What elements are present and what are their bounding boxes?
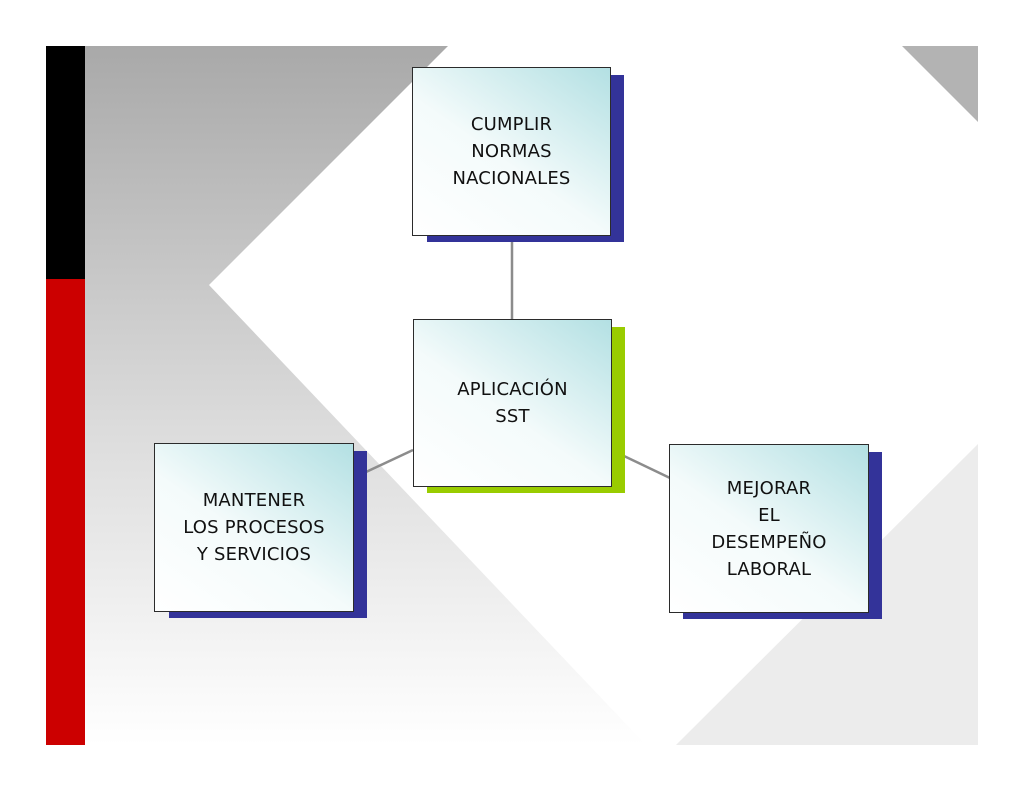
- slide: CUMPLIR NORMAS NACIONALES APLICACIÓN SST…: [46, 46, 978, 745]
- node-left: MANTENER LOS PROCESOS Y SERVICIOS: [154, 443, 367, 618]
- connector-right: [623, 454, 671, 480]
- red-accent-bar: [46, 279, 85, 745]
- background-corner-triangle: [902, 46, 978, 122]
- node-top-label: CUMPLIR NORMAS NACIONALES: [452, 114, 571, 189]
- node-top-box: CUMPLIR NORMAS NACIONALES: [412, 67, 611, 236]
- connector-left: [365, 448, 414, 474]
- node-right: MEJORAR EL DESEMPEÑO LABORAL: [669, 444, 882, 619]
- node-top: CUMPLIR NORMAS NACIONALES: [412, 67, 624, 242]
- connector-lines: [365, 236, 671, 480]
- node-right-label: MEJORAR EL DESEMPEÑO LABORAL: [711, 477, 827, 580]
- node-center-label: APLICACIÓN SST: [457, 379, 568, 427]
- node-left-box: MANTENER LOS PROCESOS Y SERVICIOS: [154, 443, 354, 612]
- node-center-box: APLICACIÓN SST: [413, 319, 612, 487]
- node-left-label: MANTENER LOS PROCESOS Y SERVICIOS: [183, 490, 325, 565]
- node-right-box: MEJORAR EL DESEMPEÑO LABORAL: [669, 444, 869, 613]
- node-center: APLICACIÓN SST: [413, 319, 625, 494]
- black-accent-bar: [46, 46, 85, 279]
